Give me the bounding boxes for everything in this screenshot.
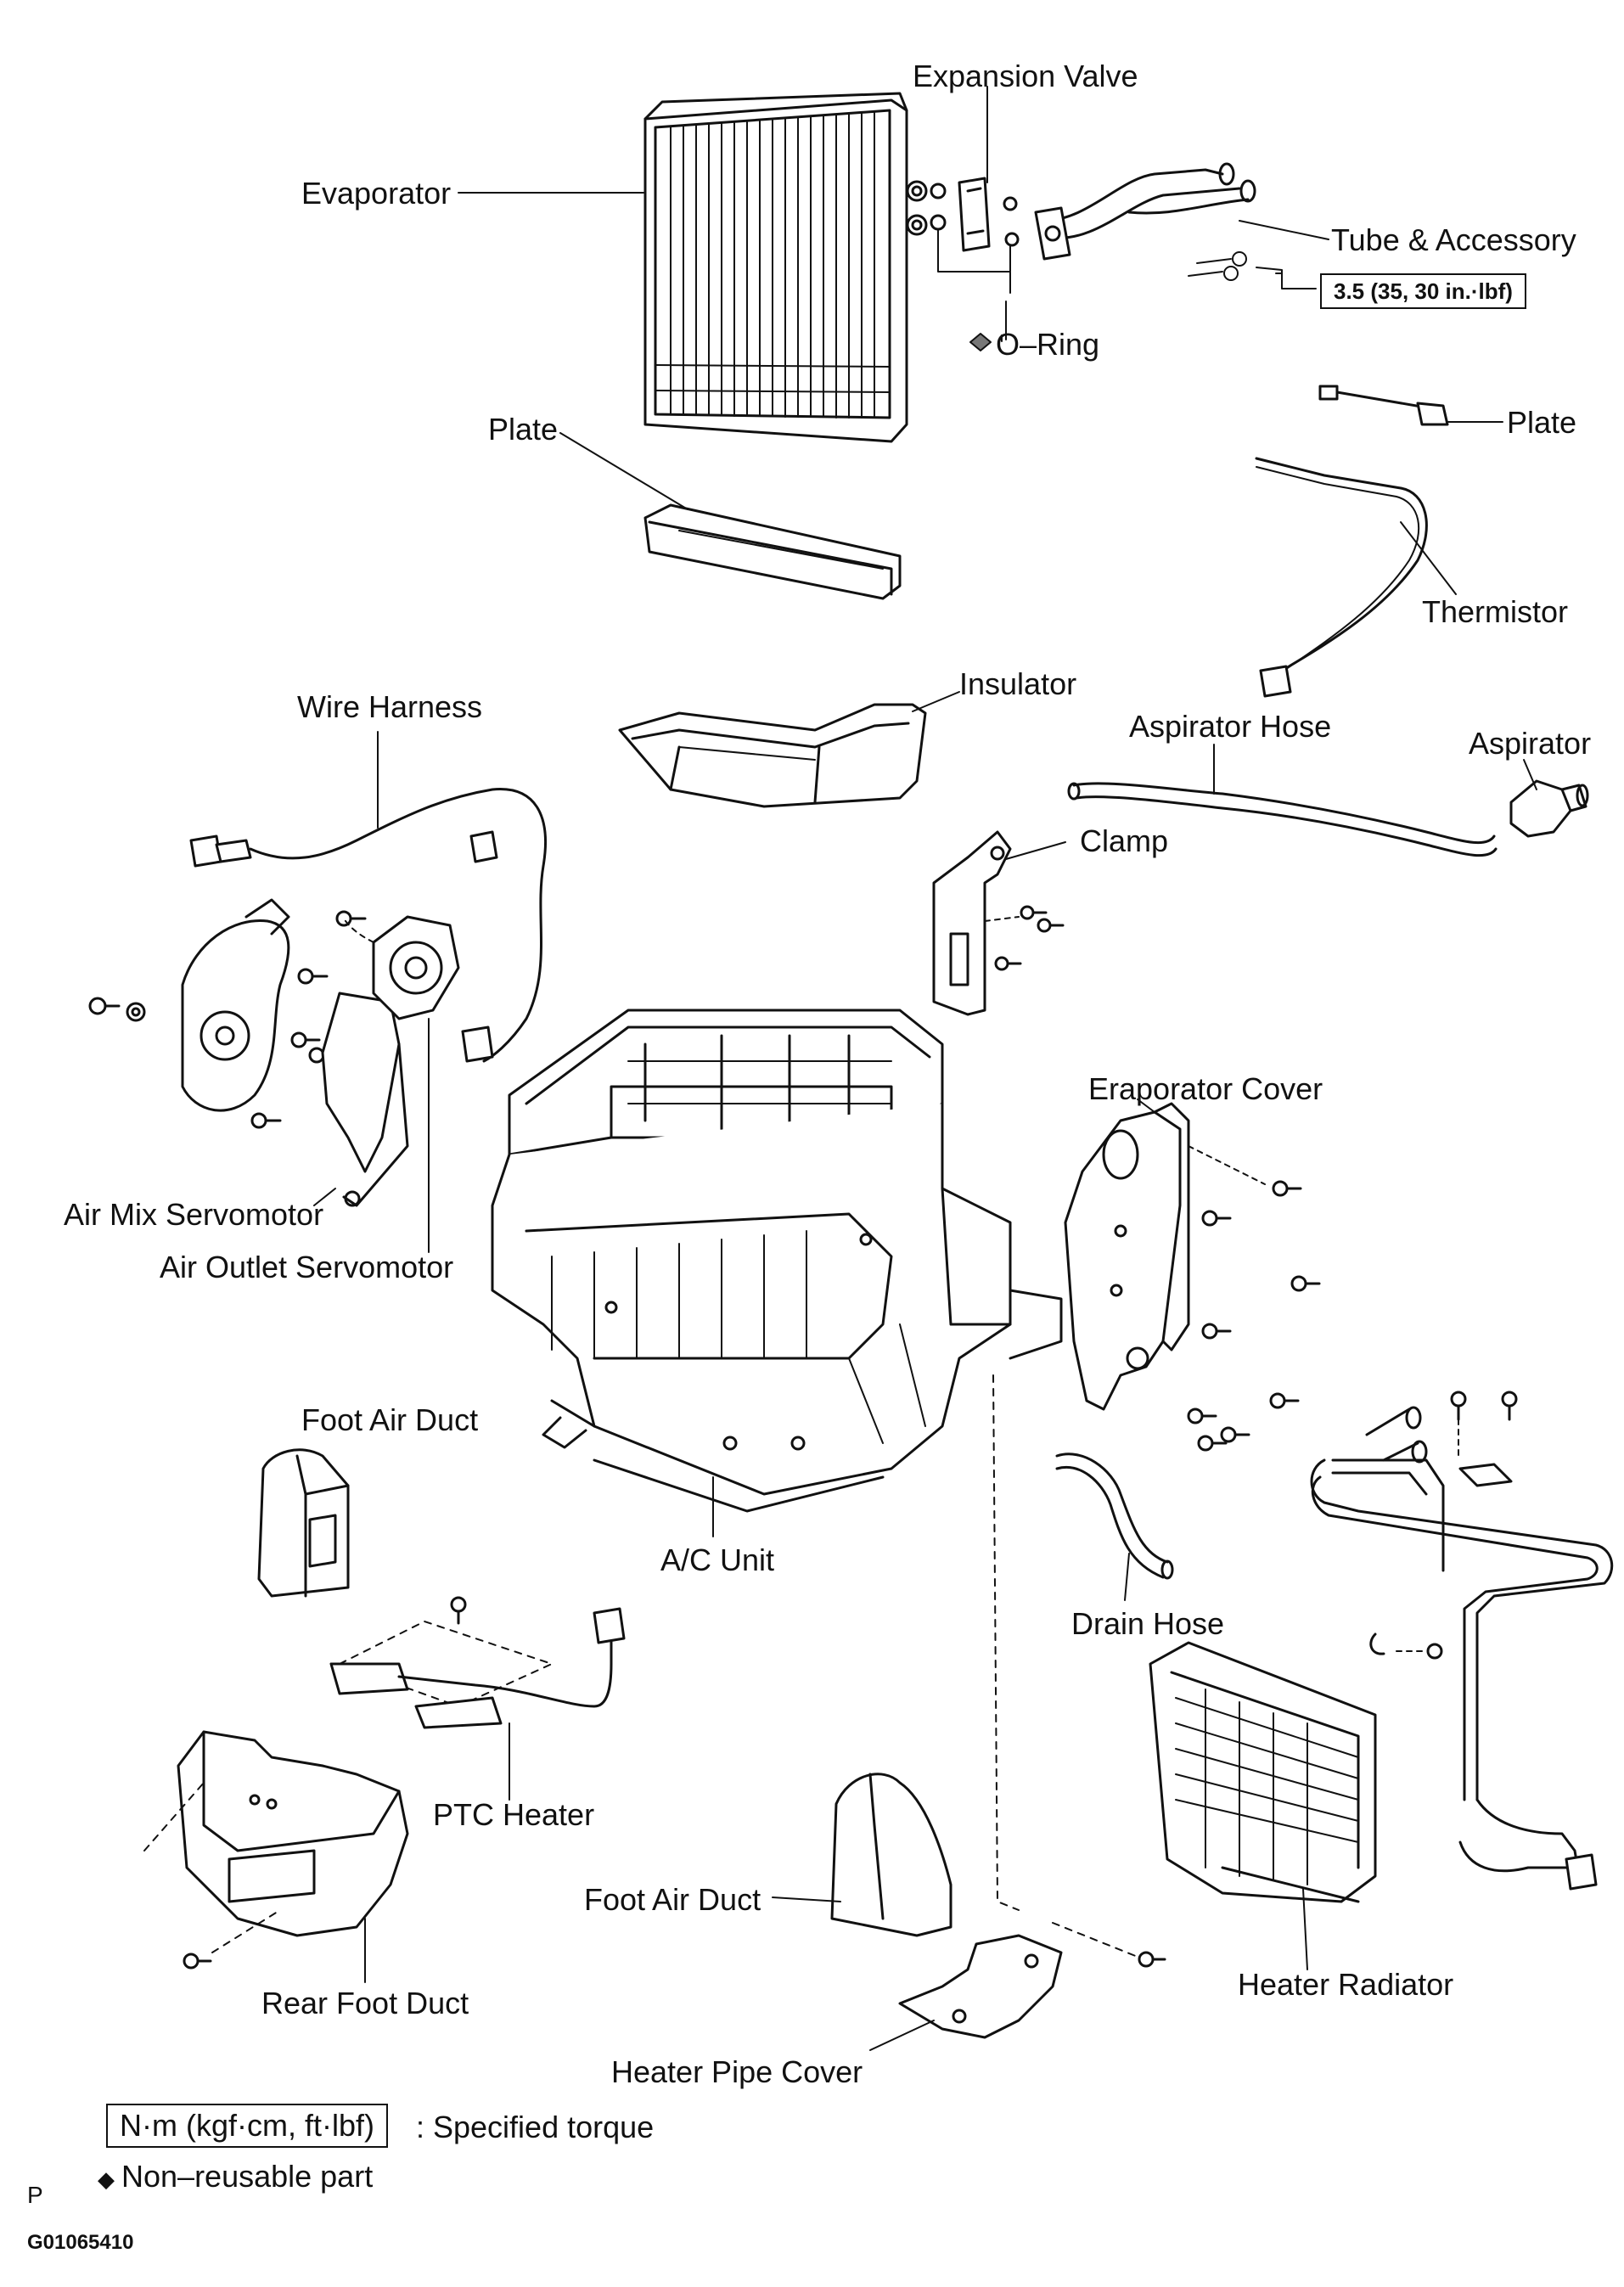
label-heater-pipe-cover: Heater Pipe Cover [611, 2054, 863, 2089]
o-ring-text: O–Ring [996, 327, 1100, 362]
leader-lines [313, 86, 1537, 2051]
heater-pipes [1310, 1391, 1614, 1891]
foot-air-duct-left-part [257, 1448, 350, 1598]
label-ptc-heater: PTC Heater [433, 1797, 595, 1832]
foot-air-duct-bottom-part [830, 1773, 952, 1937]
label-aspirator-hose: Aspirator Hose [1129, 709, 1332, 744]
label-air-mix-servomotor: Air Mix Servomotor [64, 1197, 324, 1232]
wire-harness-part [189, 788, 547, 1063]
label-clamp: Clamp [1080, 823, 1169, 858]
drain-hose-part [1055, 1453, 1174, 1580]
label-plate-top: Plate [488, 412, 559, 447]
label-foot-air-duct-bottom: Foot Air Duct [584, 1882, 761, 1917]
label-heater-radiator: Heater Radiator [1238, 1967, 1454, 2002]
label-plate-right: Plate [1507, 405, 1577, 440]
legend-nonreusable-text: Non–reusable part [121, 2159, 374, 2194]
o-ring-leaders [937, 228, 1011, 351]
legend-torque-text: : Specified torque [416, 2110, 655, 2144]
legend-torque-unit-box: N·m (kgf·cm, ft·lbf) [106, 2104, 388, 2148]
evaporator-part [643, 92, 928, 443]
legend-nonreusable: ◆Non–reusable part [98, 2161, 373, 2192]
footer-letter: P [27, 2182, 43, 2208]
clamp-part [932, 830, 1065, 1016]
label-foot-air-duct-left: Foot Air Duct [301, 1402, 479, 1437]
insulator-part [618, 703, 927, 808]
rear-foot-duct-part [143, 1730, 409, 1970]
label-thermistor: Thermistor [1422, 594, 1569, 629]
plate-right-part [1318, 385, 1449, 426]
evaporator-cover-part [1064, 1102, 1321, 1452]
aspirator-part [1509, 779, 1589, 838]
label-ac-unit: A/C Unit [660, 1542, 775, 1577]
label-insulator: Insulator [959, 666, 1077, 701]
label-o-ring: O–Ring [974, 329, 1099, 360]
label-wire-harness: Wire Harness [297, 689, 483, 724]
plate-top-part [643, 503, 902, 600]
ac-unit-part [491, 1009, 1063, 1513]
torque-spec-box: 3.5 (35, 30 in.·lbf) [1320, 273, 1526, 309]
footer-code: G01065410 [27, 2231, 134, 2254]
label-evaporator-cover: Eraporator Cover [1088, 1071, 1323, 1106]
ptc-heater-part [329, 1596, 626, 1729]
tube-accessory-part [1034, 162, 1256, 261]
label-drain-hose: Drain Hose [1071, 1606, 1225, 1641]
label-aspirator: Aspirator [1469, 726, 1592, 761]
aspirator-hose-part [1067, 782, 1498, 857]
diamond-icon: ◆ [98, 2166, 115, 2192]
left-servo-assembly [88, 898, 460, 1207]
label-tube-accessory: Tube & Accessory [1331, 222, 1576, 257]
dashed-leader-ac [992, 1374, 1138, 1958]
label-air-outlet-servomotor: Air Outlet Servomotor [160, 1250, 454, 1284]
heater-radiator-part [1149, 1641, 1377, 1903]
thermistor-part [1255, 457, 1428, 698]
label-rear-foot-duct: Rear Foot Duct [261, 1986, 469, 2020]
heater-pipe-cover-part [898, 1934, 1166, 2039]
label-evaporator: Evaporator [301, 176, 452, 211]
label-expansion-valve: Expansion Valve [913, 59, 1138, 93]
tube-bolts [1188, 251, 1247, 281]
expansion-valve-part [930, 177, 1020, 252]
